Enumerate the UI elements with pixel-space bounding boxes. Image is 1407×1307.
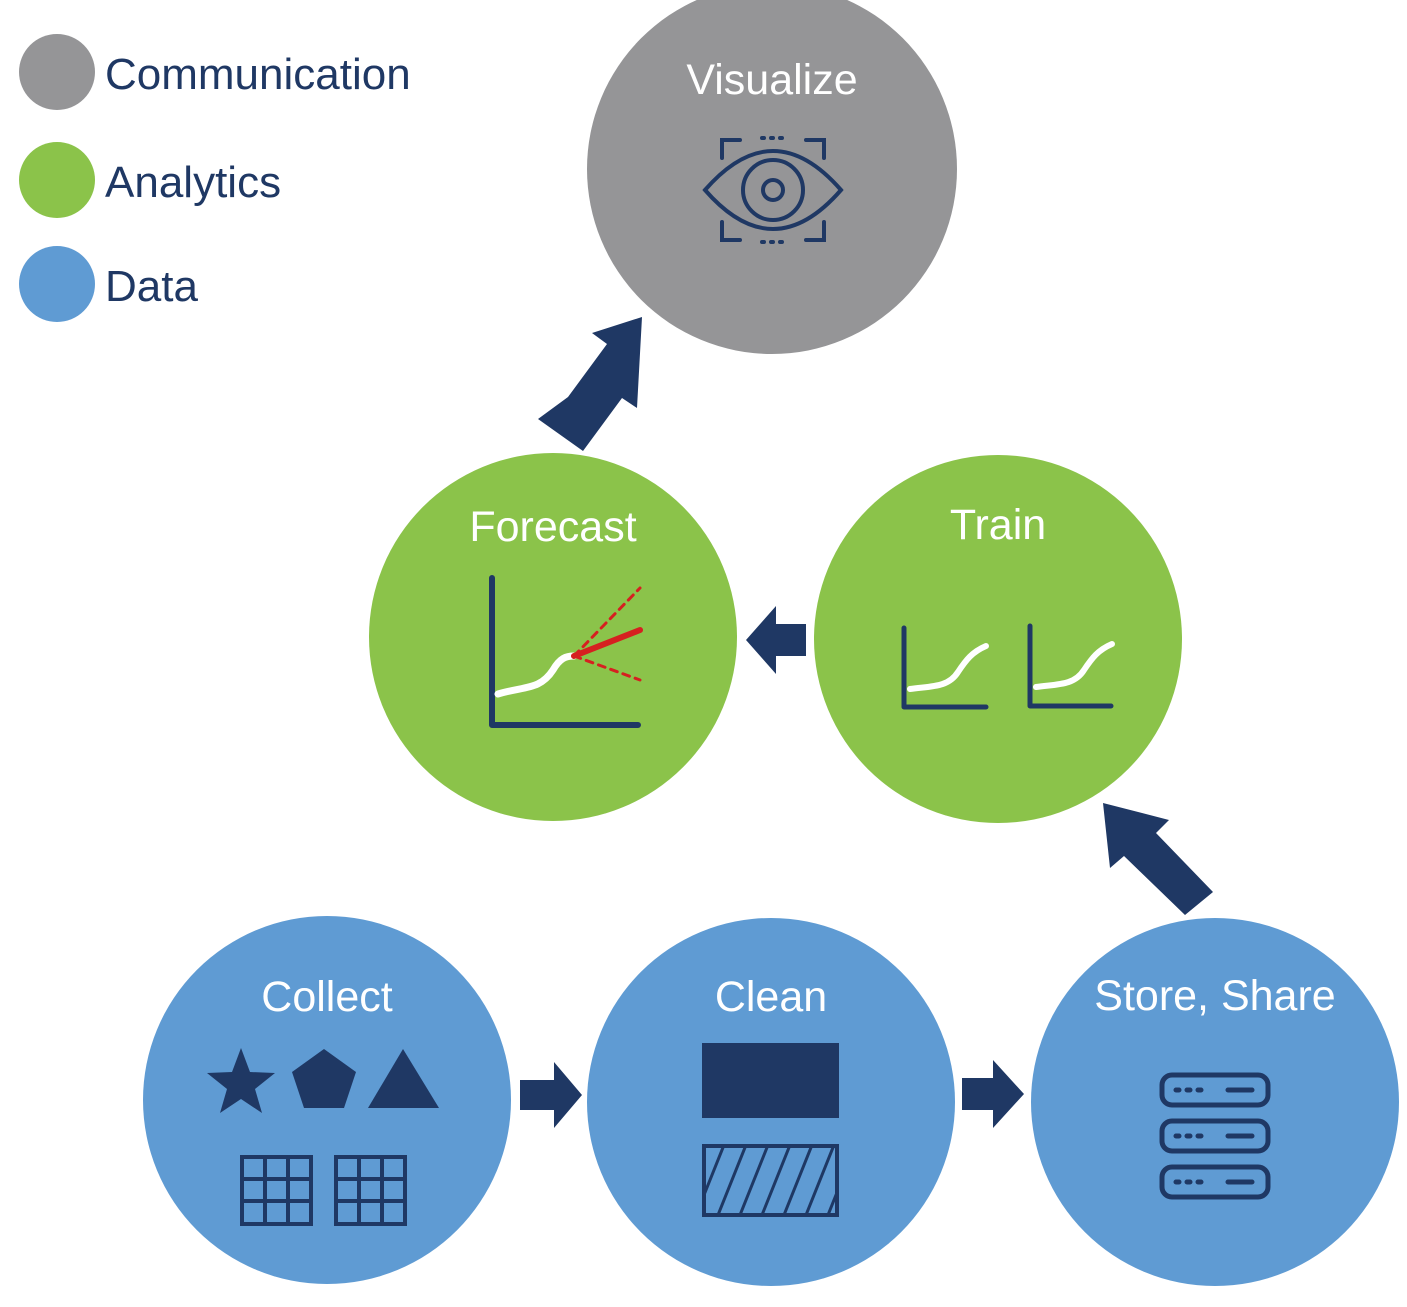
server-stack-icon [1159,1072,1271,1200]
node-title-train: Train [949,501,1047,549]
legend-swatch-analytics [19,142,95,218]
node-title-forecast: Forecast [469,503,637,551]
arrow-collect-to-clean [520,1062,582,1128]
clean-blocks-icon [702,1043,839,1217]
eye-icon [702,136,844,244]
node-visualize: Visualize [587,0,957,354]
arrow-clean-to-store [962,1060,1024,1128]
shapes-and-grids-icon [207,1048,439,1226]
arrow-store-to-train [1103,803,1213,915]
legend-swatch-communication [19,34,95,110]
node-store-share: Store, Share [1031,918,1399,1286]
forecast-chart-icon [489,575,643,728]
pentagon-shape [292,1049,356,1108]
node-title-visualize: Visualize [686,56,858,104]
arrow-forecast-to-visualize [538,317,642,451]
training-curves-icon [901,623,1115,710]
node-title-collect: Collect [261,973,393,1021]
legend-swatch-data [19,246,95,322]
star-shape [207,1048,275,1113]
grid-left [240,1155,313,1226]
node-train: Train [814,455,1182,823]
legend-label-analytics: Analytics [105,158,282,207]
grid-right [334,1155,407,1226]
node-forecast: Forecast [369,453,737,821]
legend-label-data: Data [105,262,198,311]
arrow-train-to-forecast [746,606,806,674]
node-title-clean: Clean [714,973,828,1021]
legend-label-communication: Communication [105,50,411,99]
node-title-store-share: Store, Share [1094,972,1336,1020]
triangle-shape [368,1049,439,1108]
